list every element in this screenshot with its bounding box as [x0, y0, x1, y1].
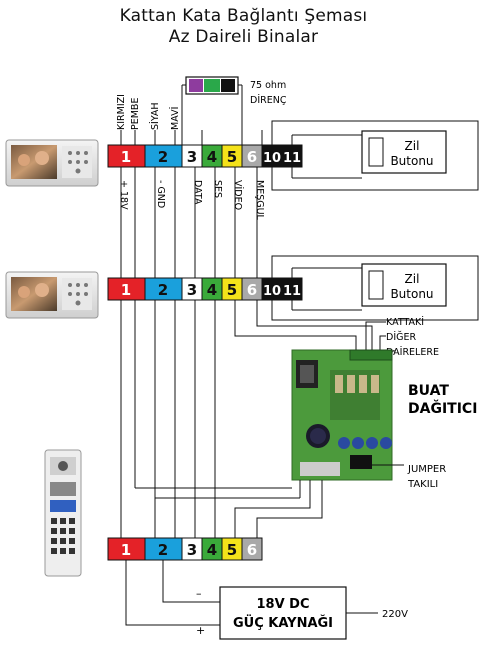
terminal-6-label: 6 [247, 281, 257, 299]
terminal-11-label: 11 [283, 151, 301, 166]
bell-button-1-line1: Zil [405, 139, 420, 153]
terminal-2-label: 2 [158, 541, 168, 559]
monitor-2 [5, 271, 99, 319]
psu-plus-label: + [196, 624, 205, 637]
terminal-6-label: 6 [247, 148, 257, 166]
signal-label-gnd: - GND [155, 180, 166, 208]
terminal-4-label: 4 [207, 281, 217, 299]
signal-label-data: DATA [192, 180, 203, 205]
bell-switch-icon [368, 137, 384, 167]
terminal-block-monitor-1: 1 2 3 4 5 6 10 11 [107, 144, 303, 168]
terminal-block-monitor-2: 1 2 3 4 5 6 10 11 [107, 277, 303, 301]
wire-label-kirmizi: KIRMIZI [116, 94, 127, 130]
jumper-label-2: TAKILI [407, 479, 438, 490]
terminal-1-label: 1 [121, 541, 131, 559]
bell-switch-icon [368, 270, 384, 300]
bell-button-2-line2: Butonu [390, 287, 433, 301]
terminal-1-label: 1 [121, 281, 131, 299]
signal-label-mesgul: MEŞGUL [254, 180, 265, 221]
bell-button-2-line1: Zil [405, 272, 420, 286]
distributor-label-2: DAĞITICI [408, 399, 477, 417]
terminal-4-label: 4 [207, 148, 217, 166]
distributor-label-1: BUAT [408, 383, 449, 399]
door-panel [44, 449, 82, 577]
resistor-band-black [221, 79, 235, 92]
wire-label-mavi: MAVİ [170, 107, 181, 130]
terminal-5-label: 5 [227, 148, 237, 166]
terminal-2-label: 2 [158, 281, 168, 299]
terminal-10-label: 10 [263, 151, 281, 166]
diagram-title: Kattan Kata Bağlantı Şeması [119, 6, 368, 26]
signal-label-video: VİDEO [232, 180, 243, 210]
terminal-5-label: 5 [227, 281, 237, 299]
terminal-1-label: 1 [121, 148, 131, 166]
kattaki-label-2: DİĞER [386, 331, 416, 343]
distributor-pcb [291, 349, 393, 481]
terminal-11-label: 11 [283, 284, 301, 299]
psu-label-1: 18V DC [256, 597, 309, 612]
terminal-3-label: 3 [187, 541, 197, 559]
terminal-block-panel: 1 2 3 4 5 6 [107, 537, 263, 561]
kattaki-label-1: KATTAKİ [386, 317, 424, 328]
terminal-10-label: 10 [263, 284, 281, 299]
signal-label-18v: + 18V [118, 180, 129, 210]
power-supply [219, 586, 347, 640]
resistor [181, 76, 243, 145]
wire-label-pembe: PEMBE [130, 98, 141, 130]
resistor-label: 75 ohm [250, 80, 286, 91]
psu-label-2: GÜÇ KAYNAĞI [233, 615, 333, 631]
wire-label-siyah: SİYAH [150, 102, 161, 130]
terminal-4-label: 4 [207, 541, 217, 559]
resistor-band-purple [189, 79, 203, 92]
terminal-6 [241, 537, 263, 561]
terminal-3-label: 3 [187, 148, 197, 166]
resistor-sublabel: DİRENÇ [250, 95, 287, 106]
diagram-subtitle: Az Daireli Binalar [168, 27, 319, 47]
terminal-5-label: 5 [227, 541, 237, 559]
bell-button-1-line2: Butonu [390, 154, 433, 168]
terminal-6-label: 6 [247, 541, 257, 559]
terminal-3-label: 3 [187, 281, 197, 299]
psu-minus-label: – [196, 587, 202, 600]
psu-input-label: 220V [382, 609, 408, 620]
monitor-1 [5, 139, 99, 187]
jumper-label-1: JUMPER [407, 464, 446, 475]
signal-label-ses: SES [212, 180, 223, 198]
resistor-band-green [204, 79, 220, 92]
terminal-2-label: 2 [158, 148, 168, 166]
kattaki-label-3: DAİRELERE [386, 347, 439, 358]
